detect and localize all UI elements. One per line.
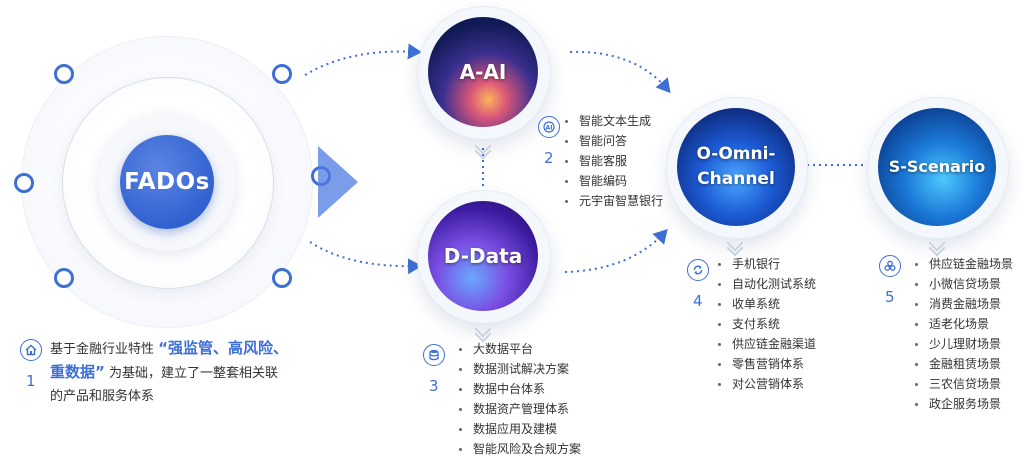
item3-number: 3 <box>429 377 439 395</box>
data-sphere: D-Data <box>428 201 538 311</box>
item4-list: 手机银行 自动化测试系统 收单系统 支付系统 供应链金融渠道 零售营销体系 对公… <box>716 254 816 394</box>
list-item: 金融租赁场景 <box>913 354 1013 374</box>
list-item: 消费金融场景 <box>913 294 1013 314</box>
list-item: 支付系统 <box>716 314 816 334</box>
item2-list: 智能文本生成 智能问答 智能客服 智能编码 元宇宙智慧银行 <box>563 111 663 211</box>
list-item: 元宇宙智慧银行 <box>563 191 663 211</box>
omni-label-line2: Channel <box>697 169 775 189</box>
item2-number: 2 <box>544 149 554 167</box>
list-item: 智能客服 <box>563 151 663 171</box>
list-item: 数据中台体系 <box>457 379 581 399</box>
ai-chevron-icon <box>477 146 489 156</box>
data-chevron-icon <box>477 329 489 339</box>
item4-number: 4 <box>693 292 703 310</box>
hub-node-top-left <box>54 64 74 84</box>
item1-description: 基于金融行业特性 “强监管、高风险、 重数据” 为基础，建立了一整套相关联 的产… <box>50 337 340 408</box>
list-item: 智能风险及合规方案 <box>457 439 581 459</box>
item5-number: 5 <box>885 288 895 306</box>
cycle-icon <box>687 259 709 281</box>
list-item: 小微信贷场景 <box>913 274 1013 294</box>
item3-list: 大数据平台 数据测试解决方案 数据中台体系 数据资产管理体系 数据应用及建模 智… <box>457 339 581 459</box>
scenario-sphere: S-Scenario <box>878 108 996 226</box>
omni-label-line1: O-Omni- <box>696 144 776 165</box>
omni-chevron-icon <box>729 243 741 253</box>
ai-label: A-AI <box>459 59 507 84</box>
list-item: 三农信贷场景 <box>913 374 1013 394</box>
list-item: 自动化测试系统 <box>716 274 816 294</box>
hub-node-bottom-right <box>272 268 292 288</box>
list-item: 智能编码 <box>563 171 663 191</box>
ai-sphere: A-AI <box>428 17 538 127</box>
list-item: 适老化场景 <box>913 314 1013 334</box>
list-item: 对公营销体系 <box>716 374 816 394</box>
connector-ai-to-omni <box>569 50 671 94</box>
item1-text-after-line1: 为基础，建立了一整套相关联 <box>109 366 279 381</box>
hub-node-left <box>14 173 34 193</box>
item5-list: 供应链金融场景 小微信贷场景 消费金融场景 适老化场景 少儿理财场景 金融租赁场… <box>913 254 1013 414</box>
list-item: 数据测试解决方案 <box>457 359 581 379</box>
list-item: 供应链金融场景 <box>913 254 1013 274</box>
fados-label: FADOs <box>124 169 210 195</box>
svg-text:AI: AI <box>546 125 553 132</box>
item1-highlight-line2: 重数据” <box>50 363 105 381</box>
list-item: 大数据平台 <box>457 339 581 359</box>
list-item: 少儿理财场景 <box>913 334 1013 354</box>
hub-node-top-right <box>272 64 292 84</box>
omni-sphere: O-Omni- Channel <box>677 108 795 226</box>
list-item: 智能问答 <box>563 131 663 151</box>
home-shield-icon <box>20 339 42 361</box>
item1-number: 1 <box>26 372 36 390</box>
list-item: 零售营销体系 <box>716 354 816 374</box>
connector-fados-to-ai <box>304 43 422 76</box>
item1-text-after-line2: 的产品和服务体系 <box>50 389 155 404</box>
fados-core: FADOs <box>120 135 214 229</box>
scenario-chevron-icon <box>931 243 943 253</box>
scenario-label: S-Scenario <box>888 157 986 177</box>
list-item: 政企服务场景 <box>913 394 1013 414</box>
scenario-icon <box>879 255 901 277</box>
list-item: 数据应用及建模 <box>457 419 581 439</box>
database-icon <box>423 344 445 366</box>
data-label: D-Data <box>443 243 523 268</box>
list-item: 数据资产管理体系 <box>457 399 581 419</box>
list-item: 供应链金融渠道 <box>716 334 816 354</box>
list-item: 智能文本生成 <box>563 111 663 131</box>
list-item: 收单系统 <box>716 294 816 314</box>
hub-pointer-arrow <box>318 146 358 218</box>
item1-highlight-line1: “强监管、高风险、 <box>158 339 289 357</box>
list-item: 手机银行 <box>716 254 816 274</box>
ai-icon: AI <box>538 116 560 138</box>
connector-fados-to-data <box>309 241 422 275</box>
hub-node-bottom-left <box>54 268 74 288</box>
connector-data-to-omni <box>564 229 668 273</box>
item1-text-before: 基于金融行业特性 <box>50 342 155 357</box>
